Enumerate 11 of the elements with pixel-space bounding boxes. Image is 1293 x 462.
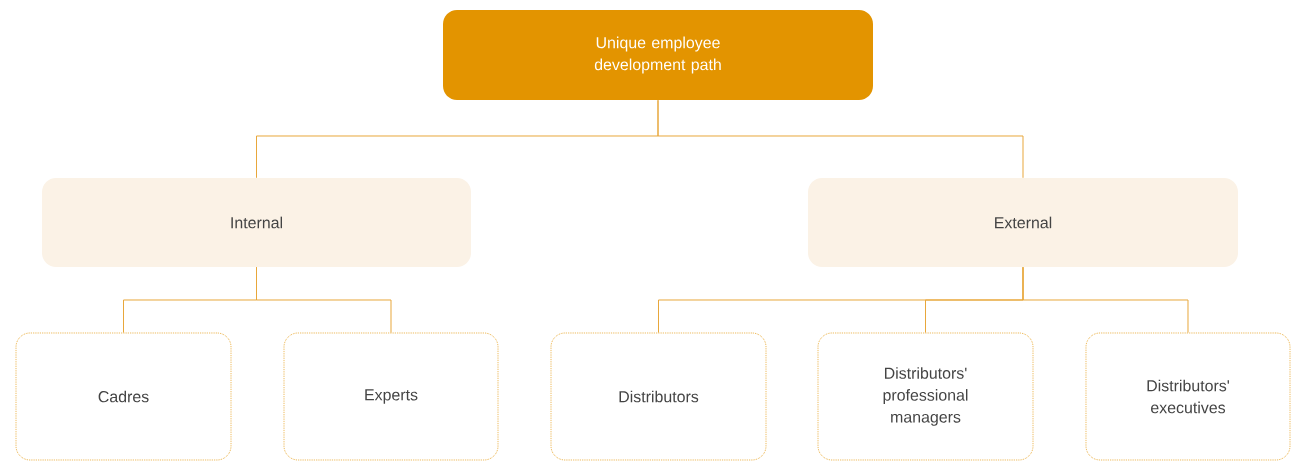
- item-box: Distributors' professional managers: [817, 332, 1034, 461]
- item-box: Distributors: [550, 332, 767, 461]
- connector: [657, 99, 1024, 179]
- connector: [1022, 266, 1189, 334]
- category-box: External: [808, 178, 1238, 267]
- category-box: Internal: [42, 178, 471, 267]
- item-box: Cadres: [15, 332, 232, 461]
- item-box: Experts: [283, 332, 499, 461]
- connector: [256, 266, 392, 334]
- title-box: Unique employee development path: [443, 10, 873, 100]
- item-box: Distributors' executives: [1085, 332, 1291, 461]
